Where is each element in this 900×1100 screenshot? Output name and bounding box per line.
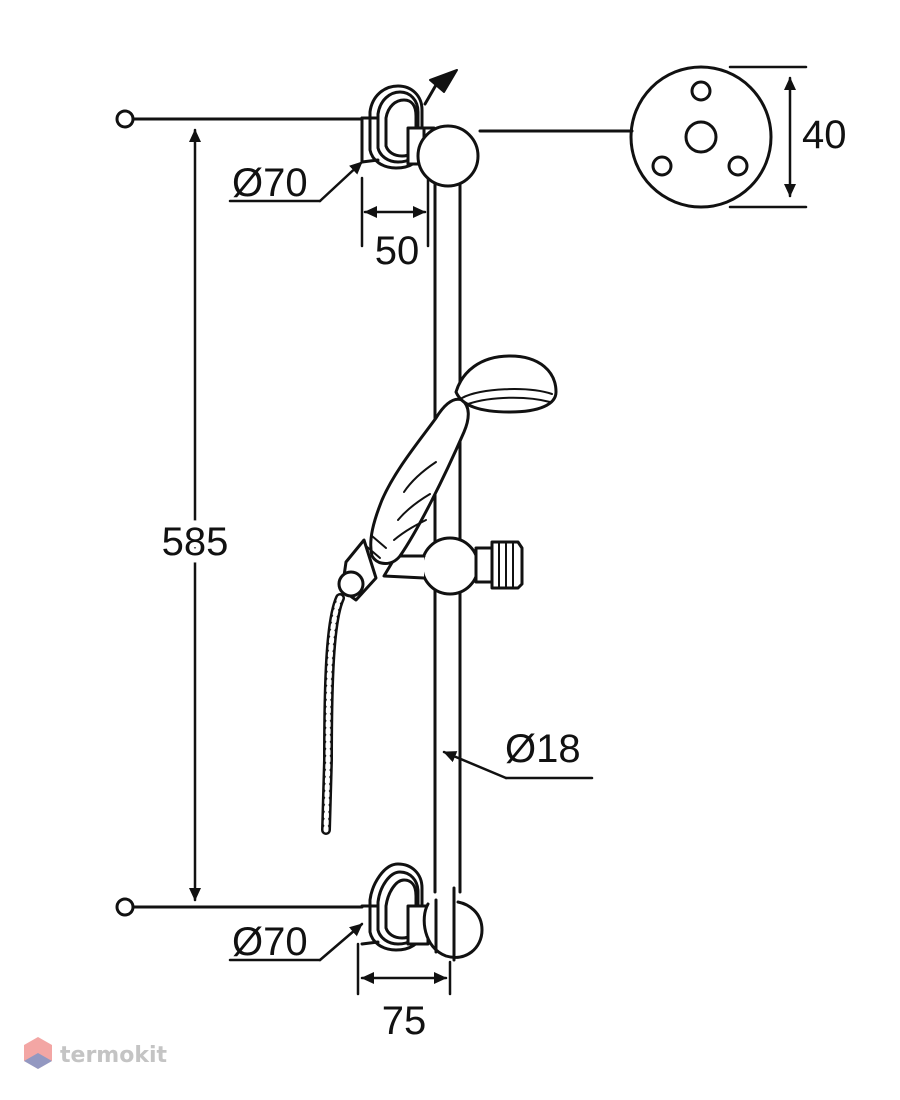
dimension-75: [356, 942, 452, 996]
wall-rosette: [629, 65, 773, 209]
bottom-wall-mount: [360, 862, 484, 962]
leader-flange-bottom: [228, 922, 364, 962]
termokit-watermark: termokit: [24, 1037, 167, 1069]
leader-flange-top: [228, 160, 364, 203]
dimension-label-585: 585: [162, 520, 229, 564]
dimension-label-50: 50: [375, 229, 420, 273]
watermark-text: termokit: [60, 1043, 167, 1068]
top-ball-joint: [416, 124, 480, 188]
dimension-label-75: 75: [382, 999, 427, 1043]
dimension-label-flange-bottom: Ø70: [232, 920, 308, 964]
shower-hose: [321, 593, 345, 835]
dimension-label-flange-top: Ø70: [232, 161, 308, 205]
termokit-logo-icon: [24, 1037, 52, 1069]
hand-shower: [337, 354, 558, 602]
leader-rail: [442, 750, 594, 780]
dimension-label-40: 40: [802, 113, 847, 157]
dimension-label-rail: Ø18: [505, 727, 581, 771]
dimension-50: [360, 176, 430, 248]
wall-line-top: [115, 109, 364, 129]
wall-line-bottom: [115, 897, 364, 917]
dimension-40: [728, 65, 808, 209]
shower-rail: [433, 182, 462, 894]
